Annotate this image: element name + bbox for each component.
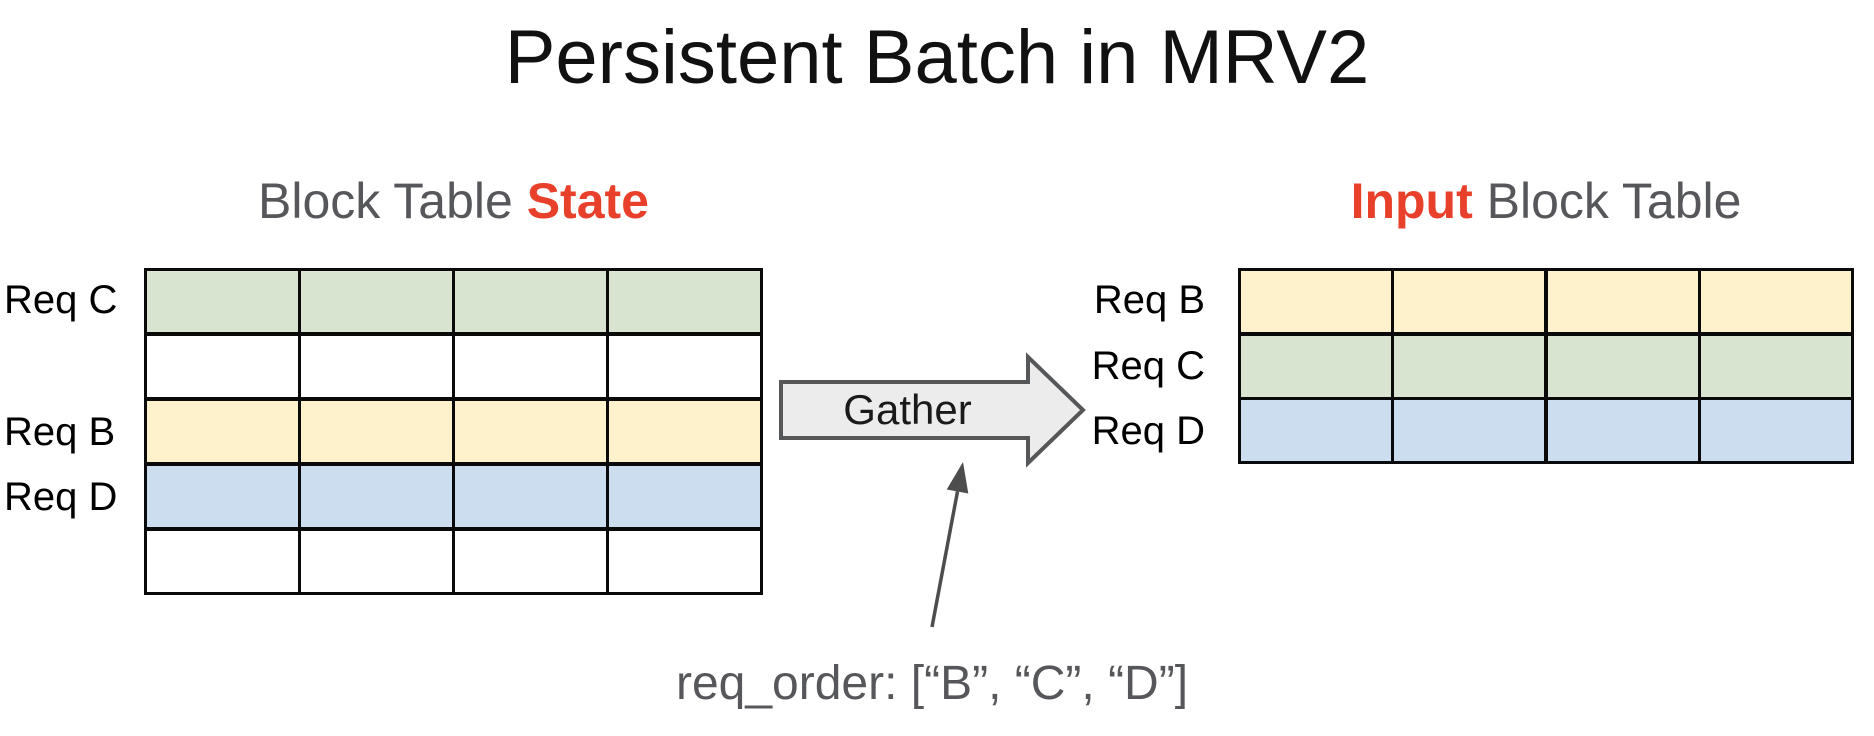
table-cell (1701, 271, 1851, 332)
left-row-label-req-c: Req C (4, 278, 118, 322)
table-cell (147, 530, 298, 592)
table-cell (455, 530, 606, 592)
right-row-label-req-c: Req C (1091, 344, 1205, 388)
table-cell (301, 530, 452, 592)
table-cell (1547, 335, 1698, 397)
table-cell (455, 400, 606, 463)
input-block-table (1238, 268, 1854, 464)
annotation-arrow-icon (930, 462, 969, 628)
gather-arrow-icon (779, 352, 1086, 468)
left-row-label-req-b: Req B (4, 410, 116, 454)
table-cell (609, 465, 760, 528)
table-cell (1394, 271, 1545, 332)
right-heading-suffix: Block Table (1472, 173, 1742, 229)
table-cell (609, 530, 760, 592)
table-cell (1241, 335, 1391, 397)
table-cell (147, 400, 298, 463)
left-table-heading: Block Table State (144, 172, 763, 230)
table-cell (1547, 271, 1698, 332)
req-order-annotation: req_order: [“B”, “C”, “D”] (675, 656, 1189, 710)
table-cell (147, 271, 298, 333)
page-title: Persistent Batch in MRV2 (504, 15, 1370, 100)
table-cell (1241, 400, 1391, 461)
block-table-state (144, 268, 763, 595)
table-cell (301, 400, 452, 463)
table-cell (301, 335, 452, 398)
right-row-label-req-d: Req D (1091, 409, 1205, 453)
gather-arrow-label: Gather (843, 386, 972, 433)
table-cell (1394, 400, 1545, 461)
table-cell (455, 271, 606, 333)
table-cell (1547, 400, 1698, 461)
left-heading-highlight: State (526, 173, 649, 229)
table-cell (301, 465, 452, 528)
left-row-label-req-d: Req D (4, 475, 118, 519)
table-cell (609, 335, 760, 398)
table-cell (1701, 400, 1851, 461)
right-row-label-req-b: Req B (1093, 278, 1205, 322)
right-table-heading: Input Block Table (1238, 172, 1854, 230)
table-cell (301, 271, 452, 333)
table-cell (147, 335, 298, 398)
table-cell (609, 400, 760, 463)
table-cell (1241, 271, 1391, 332)
table-cell (455, 335, 606, 398)
table-cell (1701, 335, 1851, 397)
table-cell (147, 465, 298, 528)
table-cell (455, 465, 606, 528)
table-cell (609, 271, 760, 333)
left-heading-prefix: Block Table (258, 173, 527, 229)
right-heading-highlight: Input (1350, 173, 1473, 229)
table-cell (1394, 335, 1545, 397)
